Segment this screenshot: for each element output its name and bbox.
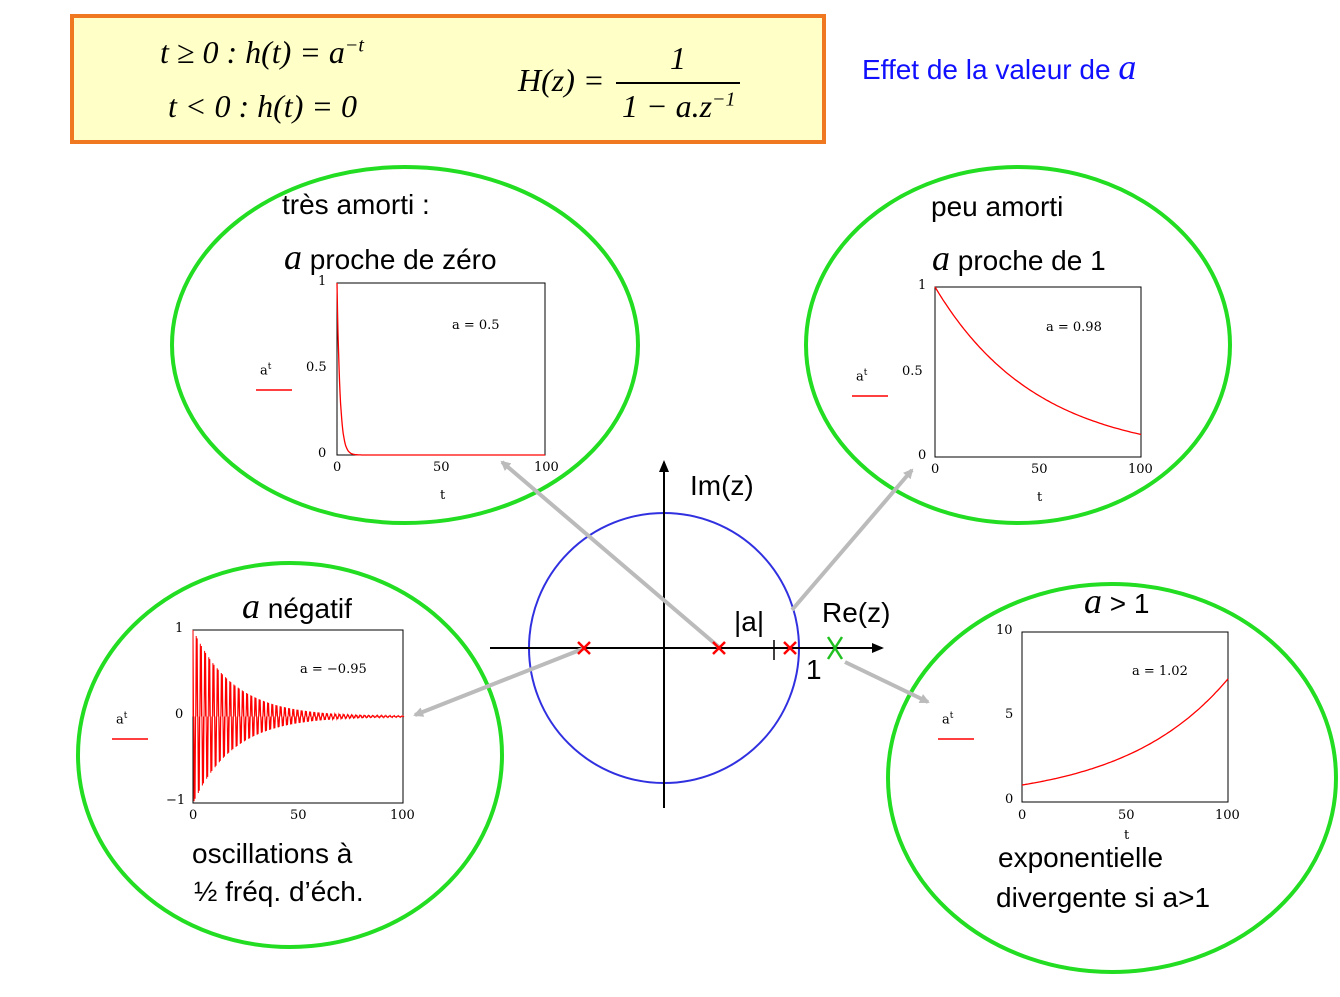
ylabel-tres: at <box>260 362 272 379</box>
xlabel-tres: t <box>440 488 446 503</box>
caption-negatif: a négatif <box>242 586 352 626</box>
ytick-peu-mid: 0.5 <box>902 364 923 379</box>
caption-divergent-bottom-1: exponentielle <box>998 842 1164 873</box>
unit-label: 1 <box>806 654 822 685</box>
xtick-tres-0: 0 <box>333 460 342 475</box>
ytick-neg-top: 1 <box>175 621 184 636</box>
plot-negatif <box>192 629 405 804</box>
a-label-div: a = 1.02 <box>1132 664 1188 679</box>
caption-divergent: a > 1 <box>1084 581 1150 621</box>
im-axis-label: Im(z) <box>690 470 754 501</box>
re-axis-label: Re(z) <box>822 597 891 628</box>
plot-divergent <box>1021 631 1229 803</box>
ellipse-negatif <box>76 561 504 949</box>
ytick-peu-top: 1 <box>918 278 927 293</box>
impulse-response-positive: t ≥ 0 : h(t) = a−t <box>160 34 364 70</box>
xtick-div-0: 0 <box>1018 808 1027 823</box>
caption-tres-amorti-sub: a proche de zéro <box>284 237 497 277</box>
ytick-neg-bottom: −1 <box>166 793 186 808</box>
xtick-tres-100: 100 <box>534 460 559 475</box>
abs-a-label: |a| <box>734 606 765 637</box>
caption-peu-amorti-sub: a proche de 1 <box>932 238 1106 278</box>
caption-negatif-bottom-1: oscillations à <box>192 838 353 869</box>
a-label-tres: a = 0.5 <box>452 318 500 333</box>
curve-peu-amorti <box>934 286 1142 436</box>
ytick-tres-mid: 0.5 <box>306 360 327 375</box>
plot-tres-amorti <box>336 282 546 456</box>
xtick-tres-50: 50 <box>433 460 450 475</box>
curve-negatif <box>192 629 405 802</box>
ytick-div-mid: 5 <box>1005 707 1014 722</box>
arrow-to-tres-amorti <box>500 460 722 650</box>
pole-near-one <box>783 641 797 655</box>
page-title: Effet de la valeur de a <box>862 47 1137 87</box>
ytick-tres-top: 1 <box>318 274 327 289</box>
caption-peu-amorti: peu amorti <box>931 191 1064 222</box>
arrow-to-divergent <box>844 660 930 704</box>
ellipse-divergent <box>886 582 1338 974</box>
ylabel-div: at <box>942 711 954 728</box>
ytick-div-top: 10 <box>996 623 1013 638</box>
transfer-function-denominator: 1 − a.z−1 <box>622 88 736 124</box>
ellipse-tres-amorti <box>170 165 640 525</box>
ytick-div-bottom: 0 <box>1005 792 1014 807</box>
ytick-peu-bottom: 0 <box>918 448 927 463</box>
pole-unstable <box>826 636 844 660</box>
xtick-neg-50: 50 <box>290 808 307 823</box>
xtick-neg-100: 100 <box>390 808 415 823</box>
a-label-peu: a = 0.98 <box>1046 320 1102 335</box>
xtick-div-50: 50 <box>1118 808 1135 823</box>
transfer-function-lhs: H(z) = <box>518 62 605 98</box>
caption-negatif-bottom-2: ½ fréq. d’éch. <box>194 876 364 907</box>
xtick-peu-0: 0 <box>931 462 940 477</box>
xlabel-div: t <box>1124 828 1130 843</box>
impulse-response-negative: t < 0 : h(t) = 0 <box>168 88 357 124</box>
plot-peu-amorti <box>934 286 1142 458</box>
caption-divergent-bottom-2: divergente si a>1 <box>996 882 1211 913</box>
curve-divergent <box>1021 678 1229 786</box>
arrow-to-negatif <box>413 646 586 717</box>
xlabel-peu: t <box>1037 490 1043 505</box>
formula-box: t ≥ 0 : h(t) = a−t t < 0 : h(t) = 0 H(z)… <box>70 14 826 144</box>
xtick-div-100: 100 <box>1215 808 1240 823</box>
xtick-peu-100: 100 <box>1128 462 1153 477</box>
pole-small <box>712 641 726 655</box>
curve-tres-amorti <box>336 282 545 456</box>
ytick-tres-bottom: 0 <box>318 446 327 461</box>
ellipse-peu-amorti <box>804 165 1232 525</box>
ytick-neg-mid: 0 <box>175 707 184 722</box>
caption-tres-amorti: très amorti : <box>282 189 430 220</box>
transfer-function-numerator: 1 <box>670 40 686 76</box>
pole-negative <box>577 641 591 655</box>
xtick-neg-0: 0 <box>189 808 198 823</box>
ylabel-neg: at <box>116 711 128 728</box>
arrow-to-peu-amorti <box>790 468 914 612</box>
fraction-bar <box>616 82 740 84</box>
xtick-peu-50: 50 <box>1031 462 1048 477</box>
a-label-neg: a = −0.95 <box>300 662 367 677</box>
ylabel-peu: at <box>856 368 868 385</box>
